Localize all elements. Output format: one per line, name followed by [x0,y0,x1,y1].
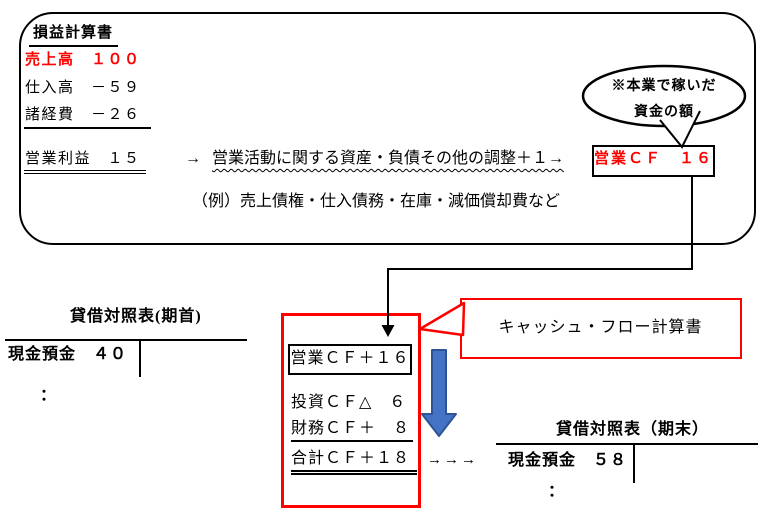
closing-bs-cash-row: 現金預金 ５８ [508,452,628,469]
operating-profit-row: 営業利益 １５ [24,150,146,174]
adjustment-examples: （例）売上債権・仕入債務・在庫・減価償却費など [192,193,561,210]
sales-row: 売上高 １００ [25,52,141,68]
opening-bs-continuation: ： [40,387,57,404]
bubble-note-line2: 資金の額 [634,105,694,120]
callout-tail [418,301,466,337]
operating-cf-row: 営業ＣＦ＋１６ [290,350,410,367]
operating-cf-row-box [288,344,412,375]
opening-bs-title: 貸借対照表(期首) [70,308,202,325]
investing-cf-row: 投資ＣＦ△ ６ [291,394,407,411]
total-cf-row: 合計ＣＦ＋１８ [291,449,417,475]
closing-bs-continuation: ： [548,483,565,500]
bubble-note-line1: ※本業で稼いだ [611,79,717,94]
financing-cf-row: 財務ＣＦ＋ ８ [291,419,413,442]
operating-cf-result: 営業ＣＦ １６ [593,151,713,167]
opening-bs-cash-row: 現金預金 ４０ [8,346,128,363]
opening-bs-divider-rule [139,341,141,377]
right-arrow-icon: → [185,150,201,167]
flow-arrows-icon: →→→ [427,452,478,468]
expenses-row: 諸経費 －２６ [24,106,151,129]
blue-down-arrow-icon [421,349,457,437]
closing-bs-divider-rule [633,445,635,483]
opening-bs-top-rule [5,339,247,341]
adjustment-note: 営業活動に関する資産・負債その他の調整＋１→ [212,150,565,167]
purchases-row: 仕入高 －５９ [25,80,141,96]
closing-bs-top-rule [496,443,758,445]
income-statement-title: 損益計算書 [29,24,119,47]
cash-flow-callout-label: キャッシュ・フロー計算書 [498,319,703,336]
closing-bs-title: 貸借対照表（期末） [556,421,710,438]
